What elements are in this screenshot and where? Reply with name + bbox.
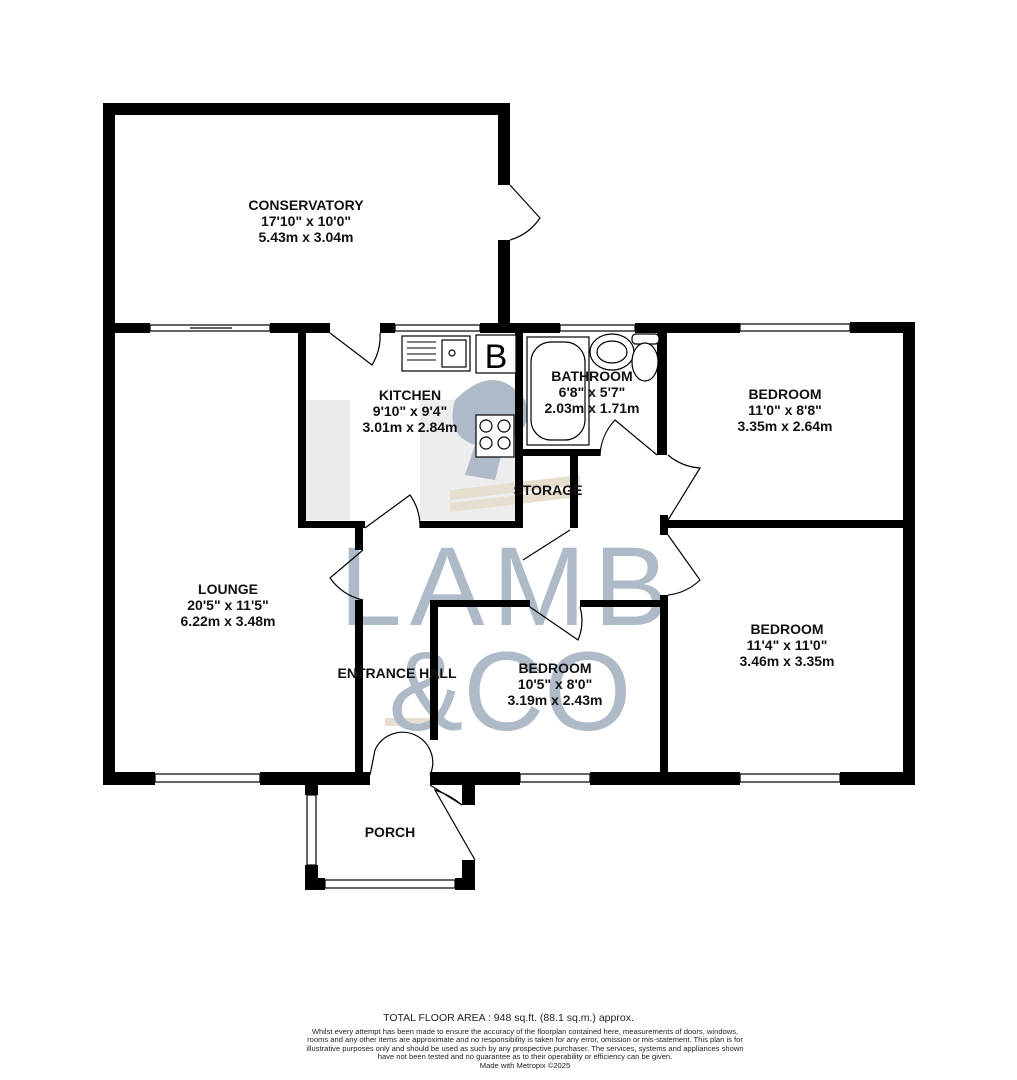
sliding-door <box>149 324 271 332</box>
walls <box>103 103 915 890</box>
svg-text:17'10" x 10'0": 17'10" x 10'0" <box>261 213 351 229</box>
svg-text:11'4" x 11'0": 11'4" x 11'0" <box>747 637 828 653</box>
svg-text:5.43m x 3.04m: 5.43m x 3.04m <box>259 229 354 245</box>
svg-text:20'5" x 11'5": 20'5" x 11'5" <box>187 597 268 613</box>
svg-text:BATHROOM: BATHROOM <box>551 368 632 384</box>
window <box>154 773 261 783</box>
made-with: Made with Metropix ©2025 <box>479 1060 571 1070</box>
disclaimer-text: Whilst every attempt has been made to en… <box>306 1027 744 1062</box>
window <box>519 773 591 783</box>
svg-text:BEDROOM: BEDROOM <box>748 386 821 402</box>
window <box>559 324 636 332</box>
svg-text:6.22m x 3.48m: 6.22m x 3.48m <box>181 613 276 629</box>
svg-text:3.46m x 3.35m: 3.46m x 3.35m <box>740 653 835 669</box>
svg-text:BEDROOM: BEDROOM <box>518 660 591 676</box>
svg-text:KITCHEN: KITCHEN <box>379 387 441 403</box>
svg-text:CONSERVATORY: CONSERVATORY <box>248 197 364 213</box>
window <box>739 773 841 783</box>
svg-text:BEDROOM: BEDROOM <box>750 621 823 637</box>
room-entrance-hall: ENTRANCE HALL <box>338 665 457 681</box>
fixtures: B <box>401 333 660 458</box>
watermark-lamb: LAMB <box>340 524 677 649</box>
svg-text:9'10" x 9'4": 9'10" x 9'4" <box>373 403 447 419</box>
window <box>739 323 851 332</box>
watermark-co: &CO <box>389 629 632 754</box>
boiler-label: B <box>485 338 508 376</box>
svg-text:3.01m x 2.84m: 3.01m x 2.84m <box>363 419 458 435</box>
svg-text:11'0" x 8'8": 11'0" x 8'8" <box>748 402 822 418</box>
room-porch: PORCH <box>365 824 416 840</box>
room-storage: STORAGE <box>514 482 583 498</box>
window <box>306 794 317 866</box>
window <box>394 324 481 332</box>
svg-text:LOUNGE: LOUNGE <box>198 581 258 597</box>
svg-text:3.19m x 2.43m: 3.19m x 2.43m <box>508 692 603 708</box>
disclaimer: Whilst every attempt has been made to en… <box>305 1027 745 1070</box>
svg-text:2.03m x 1.71m: 2.03m x 1.71m <box>545 400 640 416</box>
boiler-icon <box>475 334 517 374</box>
windows-and-doors <box>149 184 851 889</box>
total-floor-area: TOTAL FLOOR AREA : 948 sq.ft. (88.1 sq.m… <box>383 1012 634 1024</box>
window <box>324 879 456 889</box>
svg-text:10'5" x 8'0": 10'5" x 8'0" <box>518 676 592 692</box>
svg-text:3.35m x 2.64m: 3.35m x 2.64m <box>738 418 833 434</box>
svg-text:6'8" x 5'7": 6'8" x 5'7" <box>559 384 626 400</box>
